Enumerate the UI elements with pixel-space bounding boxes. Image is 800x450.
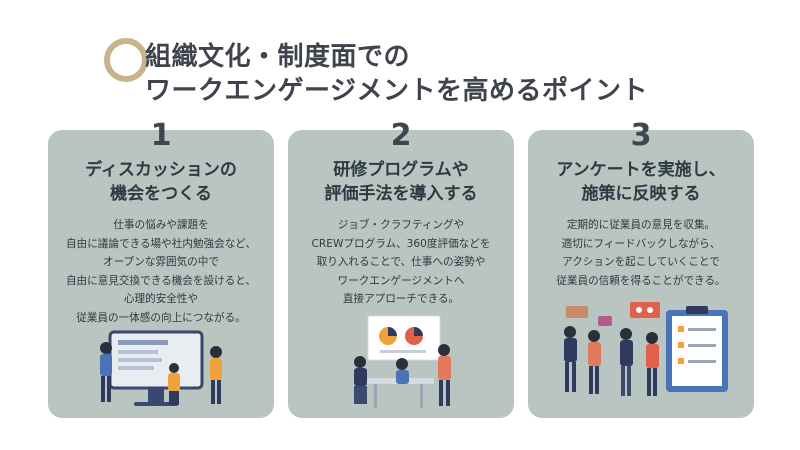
card-heading-line2: 施策に反映する xyxy=(581,184,701,204)
survey-illustration-icon xyxy=(564,302,728,396)
card-heading-line2: 機会をつくる xyxy=(110,184,212,204)
card-heading: アンケートを実施し、 施策に反映する xyxy=(534,158,748,206)
card-body-line: 心理的安全性や xyxy=(123,293,199,305)
card-body-line: 仕事の悩みや課題を xyxy=(113,219,209,231)
card-body-line: オープンな雰囲気の中で xyxy=(103,256,219,268)
card-heading-line1: ディスカッションの xyxy=(85,160,237,180)
page-title: 組織文化・制度面での ワークエンゲージメントを高めるポイント xyxy=(145,40,765,108)
card-body: 定期的に従業員の意見を収集。 適切にフィードバックしながら、 アクションを起こし… xyxy=(532,216,750,290)
card-body-line: CREWプログラム、360度評価などを xyxy=(311,237,491,250)
page-title-line1: 組織文化・制度面での xyxy=(145,42,411,72)
point-card-2: 2 研修プログラムや 評価手法を導入する ジョブ・クラフティングや CREWプロ… xyxy=(288,118,514,418)
card-heading-line2: 評価手法を導入する xyxy=(324,184,478,204)
card-body-line: ジョブ・クラフティングや xyxy=(337,219,465,231)
card-body-line: 適切にフィードバックしながら、 xyxy=(561,237,721,250)
card-body-line: 自由に議論できる場や社内勉強会など、 xyxy=(66,237,256,250)
point-card-3: 3 アンケートを実施し、 施策に反映する 定期的に従業員の意見を収集。 適切にフ… xyxy=(528,118,754,418)
card-body-line: 直接アプローチできる。 xyxy=(342,293,460,305)
card-body-line: 定期的に従業員の意見を収集。 xyxy=(566,219,716,231)
card-body-line: 自由に意見交換できる機会を設けると、 xyxy=(65,274,257,287)
discussion-illustration-icon xyxy=(100,330,222,406)
card-body-line: 取り入れることで、仕事への姿勢や xyxy=(316,256,486,268)
card-number: 3 xyxy=(630,118,652,153)
card-body-line: 従業員の信頼を得ることができる。 xyxy=(556,274,726,287)
card-body: 仕事の悩みや課題を 自由に議論できる場や社内勉強会など、 オープンな雰囲気の中で… xyxy=(52,216,270,327)
card-heading-line1: アンケートを実施し、 xyxy=(556,160,726,180)
card-heading-line1: 研修プログラムや xyxy=(333,160,469,180)
training-illustration-icon xyxy=(354,315,451,408)
card-body-line: 従業員の一体感の向上につながる。 xyxy=(76,311,246,324)
card-body-line: ワークエンゲージメントへ xyxy=(337,274,465,287)
card-body-line: アクションを起こしていくことで xyxy=(562,256,720,268)
card-heading: 研修プログラムや 評価手法を導入する xyxy=(294,158,508,206)
card-body: ジョブ・クラフティングや CREWプログラム、360度評価などを 取り入れること… xyxy=(292,216,510,309)
title-accent-circle xyxy=(104,38,148,82)
point-card-1: 1 ディスカッションの 機会をつくる 仕事の悩みや課題を 自由に議論できる場や社… xyxy=(48,118,274,418)
card-number: 2 xyxy=(390,118,412,153)
card-heading: ディスカッションの 機会をつくる xyxy=(54,158,268,206)
page-title-line2: ワークエンゲージメントを高めるポイント xyxy=(145,76,648,106)
card-number: 1 xyxy=(150,118,172,153)
